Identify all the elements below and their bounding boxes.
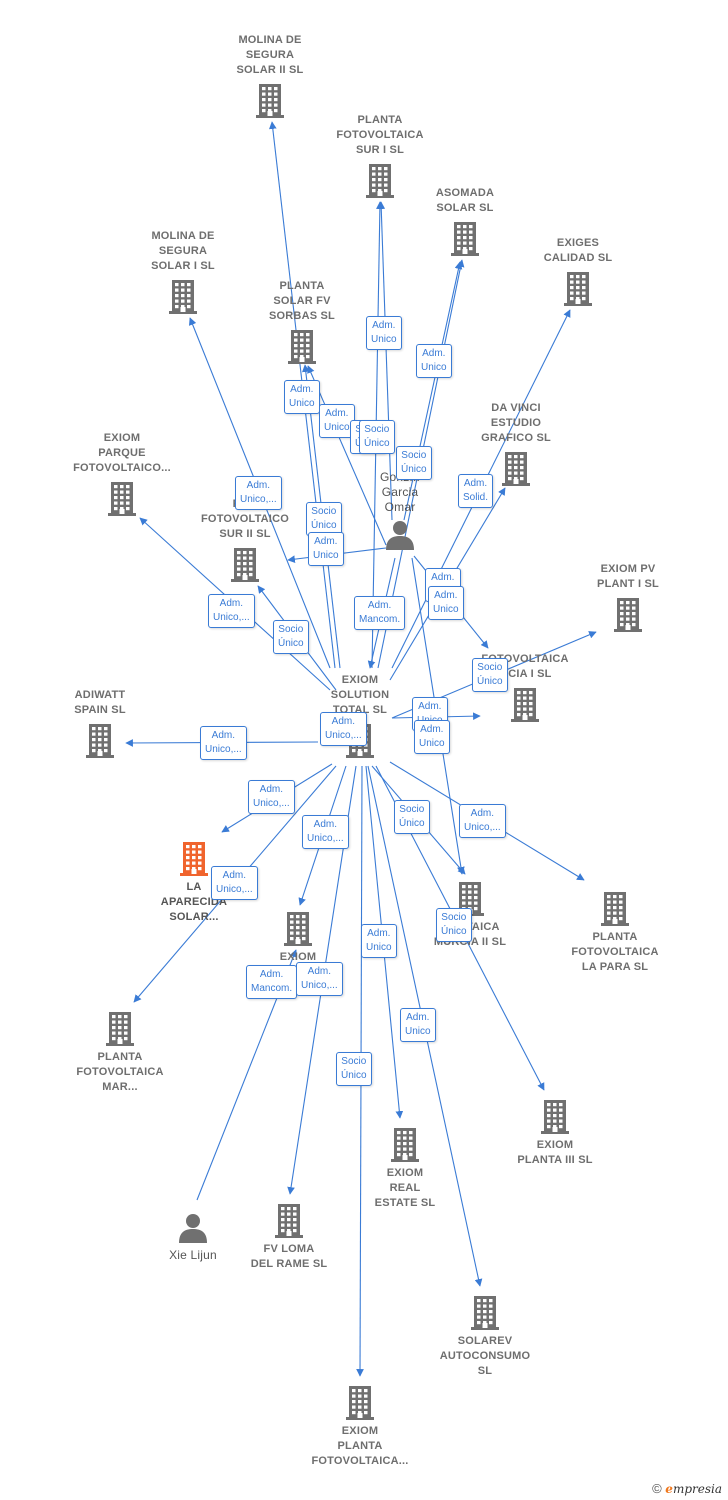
- relation-badge[interactable]: Socio Único: [472, 658, 508, 692]
- building-icon: [134, 840, 254, 876]
- node-label: PLANTA SOLAR FV SORBAS SL: [269, 280, 335, 322]
- relation-badge[interactable]: Socio Único: [396, 446, 432, 480]
- node-label: ASOMADA SOLAR SL: [435, 187, 495, 214]
- node-planta3[interactable]: EXIOM PLANTA III SL: [495, 1098, 615, 1168]
- building-icon: [568, 596, 688, 632]
- building-icon: [345, 1126, 465, 1162]
- node-label: LA APARECIDA SOLAR...: [160, 881, 228, 923]
- building-icon: [123, 278, 243, 314]
- building-icon: [40, 722, 160, 758]
- copyright-footer: © empresia: [652, 1481, 722, 1496]
- building-icon: [229, 1202, 349, 1238]
- relation-badge[interactable]: Socio Único: [394, 800, 430, 834]
- relation-badge[interactable]: Adm. Unico: [308, 532, 344, 566]
- building-icon: [320, 162, 440, 198]
- relation-badge[interactable]: Adm. Unico: [284, 380, 320, 414]
- relation-badge[interactable]: Socio Único: [359, 420, 395, 454]
- node-xie[interactable]: Xie Lijun: [133, 1212, 253, 1263]
- relation-badge[interactable]: Adm. Unico: [428, 586, 464, 620]
- node-realestate[interactable]: EXIOM REAL ESTATE SL: [345, 1126, 465, 1211]
- node-exiges[interactable]: EXIGES CALIDAD SL: [518, 236, 638, 306]
- building-icon: [425, 1294, 545, 1330]
- relation-badge[interactable]: Adm. Unico: [400, 1008, 436, 1042]
- relation-badge[interactable]: Adm. Solid.: [458, 474, 494, 508]
- relation-badge[interactable]: Adm. Unico: [414, 720, 450, 754]
- node-davinci[interactable]: DA VINCI ESTUDIO GRAFICO SL: [456, 401, 576, 486]
- building-icon: [495, 1098, 615, 1134]
- node-label: DA VINCI ESTUDIO GRAFICO SL: [481, 402, 551, 444]
- building-icon: [238, 910, 358, 946]
- relation-badge[interactable]: Adm. Unico,...: [459, 804, 506, 838]
- node-pfsur1[interactable]: PLANTA FOTOVOLTAICA SUR I SL: [320, 113, 440, 198]
- building-icon: [456, 450, 576, 486]
- relation-badge[interactable]: Adm. Unico,...: [296, 962, 343, 996]
- building-icon: [62, 480, 182, 516]
- node-label: EXIOM PLANTA III SL: [517, 1139, 593, 1166]
- node-solarev[interactable]: SOLAREV AUTOCONSUMO SL: [425, 1294, 545, 1379]
- node-asomada[interactable]: ASOMADA SOLAR SL: [405, 186, 525, 256]
- relation-badge[interactable]: Adm. Unico,...: [302, 815, 349, 849]
- node-label: MOLINA DE SEGURA SOLAR I SL: [151, 230, 215, 272]
- node-label: Xie Lijun: [169, 1248, 217, 1262]
- relation-badge[interactable]: Adm. Unico,...: [208, 594, 255, 628]
- relation-badge[interactable]: Socio Único: [306, 502, 342, 536]
- relation-badge[interactable]: Adm. Mancom.: [354, 596, 406, 630]
- building-icon: [300, 1384, 420, 1420]
- relation-badge[interactable]: Adm. Unico,...: [200, 726, 247, 760]
- node-label: FV LOMA DEL RAME SL: [250, 1243, 328, 1270]
- building-icon: [465, 686, 585, 722]
- node-aparecida[interactable]: LA APARECIDA SOLAR...: [134, 840, 254, 925]
- building-icon: [185, 546, 305, 582]
- edge-gonzalo-to-sorbas: [307, 365, 387, 546]
- building-icon: [242, 328, 362, 364]
- node-pfsur2[interactable]: PA... FOTOVOLTAICO SUR II SL: [185, 497, 305, 582]
- relation-badge[interactable]: Adm. Unico,...: [320, 712, 367, 746]
- relation-badge[interactable]: Socio Único: [336, 1052, 372, 1086]
- node-pfexiom[interactable]: EXIOM PLANTA FOTOVOLTAICA...: [300, 1384, 420, 1469]
- relation-badge[interactable]: Adm. Unico: [416, 344, 452, 378]
- node-exiomx[interactable]: EXIOM ...: [238, 910, 358, 980]
- relation-badge[interactable]: Socio Único: [273, 620, 309, 654]
- node-label: EXIOM PLANTA FOTOVOLTAICA...: [311, 1425, 409, 1467]
- relation-badge[interactable]: Socio Único: [436, 908, 472, 942]
- node-label: PLANTA FOTOVOLTAICA LA PARA SL: [571, 931, 659, 973]
- node-loma[interactable]: FV LOMA DEL RAME SL: [229, 1202, 349, 1272]
- person-icon: [133, 1212, 253, 1244]
- node-molina2[interactable]: MOLINA DE SEGURA SOLAR II SL: [210, 33, 330, 118]
- node-lapara[interactable]: PLANTA FOTOVOLTAICA LA PARA SL: [555, 890, 675, 975]
- node-adiwatt[interactable]: ADIWATT SPAIN SL: [40, 688, 160, 758]
- node-label: EXIOM PV PLANT I SL: [597, 563, 659, 590]
- relation-badge[interactable]: Adm. Mancom.: [246, 965, 298, 999]
- node-gonzalo[interactable]: Gonz... Garcia Omar: [340, 470, 460, 551]
- building-icon: [555, 890, 675, 926]
- node-label: SOLAREV AUTOCONSUMO SL: [439, 1335, 531, 1377]
- person-icon: [340, 519, 460, 551]
- node-label: EXIOM PARQUE FOTOVOLTAICO...: [73, 432, 171, 474]
- node-molina1[interactable]: MOLINA DE SEGURA SOLAR I SL: [123, 229, 243, 314]
- relation-badge[interactable]: Adm. Unico,...: [211, 866, 258, 900]
- building-icon: [60, 1010, 180, 1046]
- copyright-symbol: ©: [652, 1481, 662, 1496]
- relation-badge[interactable]: Adm. Unico,...: [235, 476, 282, 510]
- node-label: ADIWATT SPAIN SL: [74, 689, 126, 716]
- edge-gonzalo-to-pfsur1: [377, 201, 393, 521]
- node-label: PLANTA FOTOVOLTAICA SUR I SL: [336, 114, 424, 156]
- node-label: PLANTA FOTOVOLTAICA MAR...: [76, 1051, 164, 1093]
- node-parque[interactable]: EXIOM PARQUE FOTOVOLTAICO...: [62, 431, 182, 516]
- building-icon: [518, 270, 638, 306]
- node-sorbas[interactable]: PLANTA SOLAR FV SORBAS SL: [242, 279, 362, 364]
- building-icon: [210, 82, 330, 118]
- node-label: EXIOM REAL ESTATE SL: [374, 1167, 436, 1209]
- relation-badge[interactable]: Adm. Unico,...: [248, 780, 295, 814]
- relation-badge[interactable]: Adm. Unico: [361, 924, 397, 958]
- relation-badge[interactable]: Adm. Unico: [366, 316, 402, 350]
- empresia-logo[interactable]: empresia: [665, 1482, 722, 1496]
- node-pfmar[interactable]: PLANTA FOTOVOLTAICA MAR...: [60, 1010, 180, 1095]
- node-label: MOLINA DE SEGURA SOLAR II SL: [236, 34, 304, 76]
- node-pvplant1[interactable]: EXIOM PV PLANT I SL: [568, 562, 688, 632]
- building-icon: [405, 220, 525, 256]
- node-label: EXIGES CALIDAD SL: [543, 237, 613, 264]
